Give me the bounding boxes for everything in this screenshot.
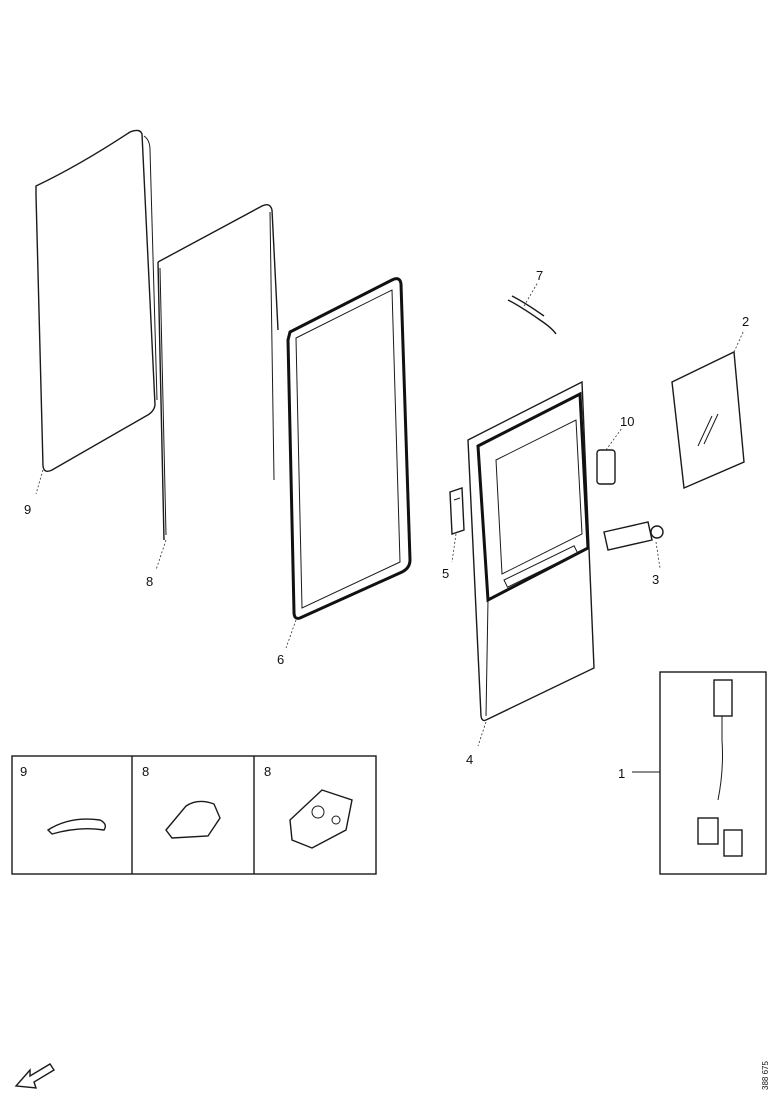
part-middle-panel — [155, 203, 279, 571]
callout-cover-plate: 2 — [742, 314, 749, 329]
callout-middle-panel: 8 — [146, 574, 153, 589]
part-left-bracket — [449, 487, 465, 563]
part-right-hinge — [603, 521, 664, 569]
detail-box-2-label: 8 — [142, 764, 149, 779]
part-left-panel — [35, 129, 158, 495]
callout-framed-panel: 6 — [277, 652, 284, 667]
detail-bracket-part — [165, 800, 221, 839]
callout-wiring-kit: 1 — [618, 766, 625, 781]
detail-clip-part — [46, 818, 107, 835]
part-small-pad — [596, 427, 623, 485]
callout-door-assembly: 4 — [466, 752, 473, 767]
detail-box-strip — [11, 755, 377, 875]
part-door-assembly — [467, 380, 595, 747]
callout-left-bracket: 5 — [442, 566, 449, 581]
part-wiring-kit-box — [632, 671, 767, 875]
part-cover-plate — [671, 329, 745, 490]
detail-hinge-part — [289, 789, 353, 849]
detail-box-3-label: 8 — [264, 764, 271, 779]
detail-box-1-label: 9 — [20, 764, 27, 779]
callout-small-pad: 10 — [620, 414, 634, 429]
drawing-code: 388 675 — [761, 1061, 770, 1090]
part-framed-panel — [285, 277, 412, 649]
direction-arrow-icon — [14, 1063, 55, 1089]
part-hinge-rod — [507, 281, 557, 335]
callout-hinge-rod: 7 — [536, 268, 543, 283]
callout-right-hinge: 3 — [652, 572, 659, 587]
callout-left-panel: 9 — [24, 502, 31, 517]
